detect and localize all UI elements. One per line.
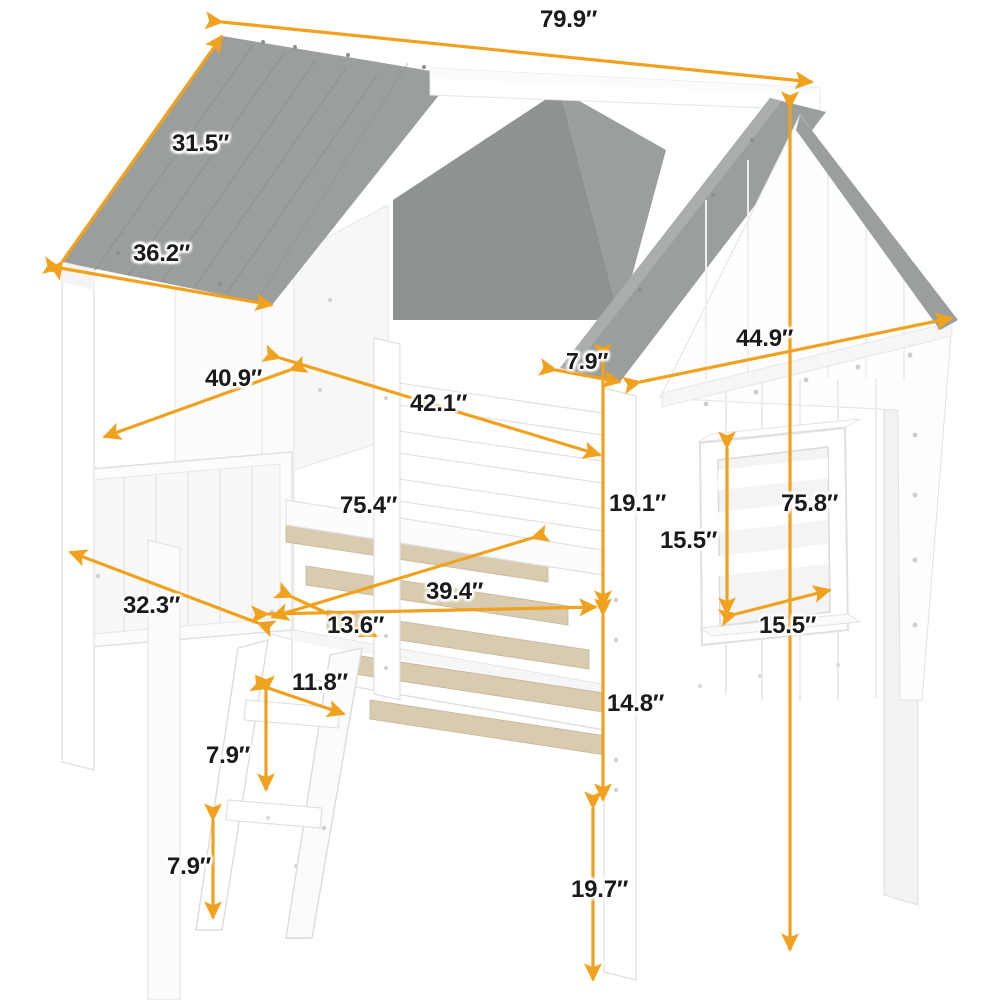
post-front-right [603,387,637,981]
ladder [195,639,363,939]
headboard-panel-left [77,451,293,649]
guardrail [377,379,637,537]
roof-panel-right [560,98,826,382]
loft-bed-illustration [61,35,958,1000]
post-front-left [61,261,95,771]
dimension-arrows [42,11,954,982]
dimline-13-6 [273,581,378,638]
dimline-31-5 [45,34,224,281]
leg-rear-left [147,539,181,1000]
dimline-32-3 [68,549,277,638]
dimline-40-9 [102,355,309,440]
dimline-11-8 [249,674,346,718]
dimline-42-1 [261,344,602,459]
roof-inner-underside [393,90,666,320]
roof-ridge-beam [429,67,821,111]
window-opening [697,418,862,647]
dimline-36-2 [42,256,274,311]
dimline-15-5-w [717,585,832,627]
dimline-79-9 [204,11,814,90]
